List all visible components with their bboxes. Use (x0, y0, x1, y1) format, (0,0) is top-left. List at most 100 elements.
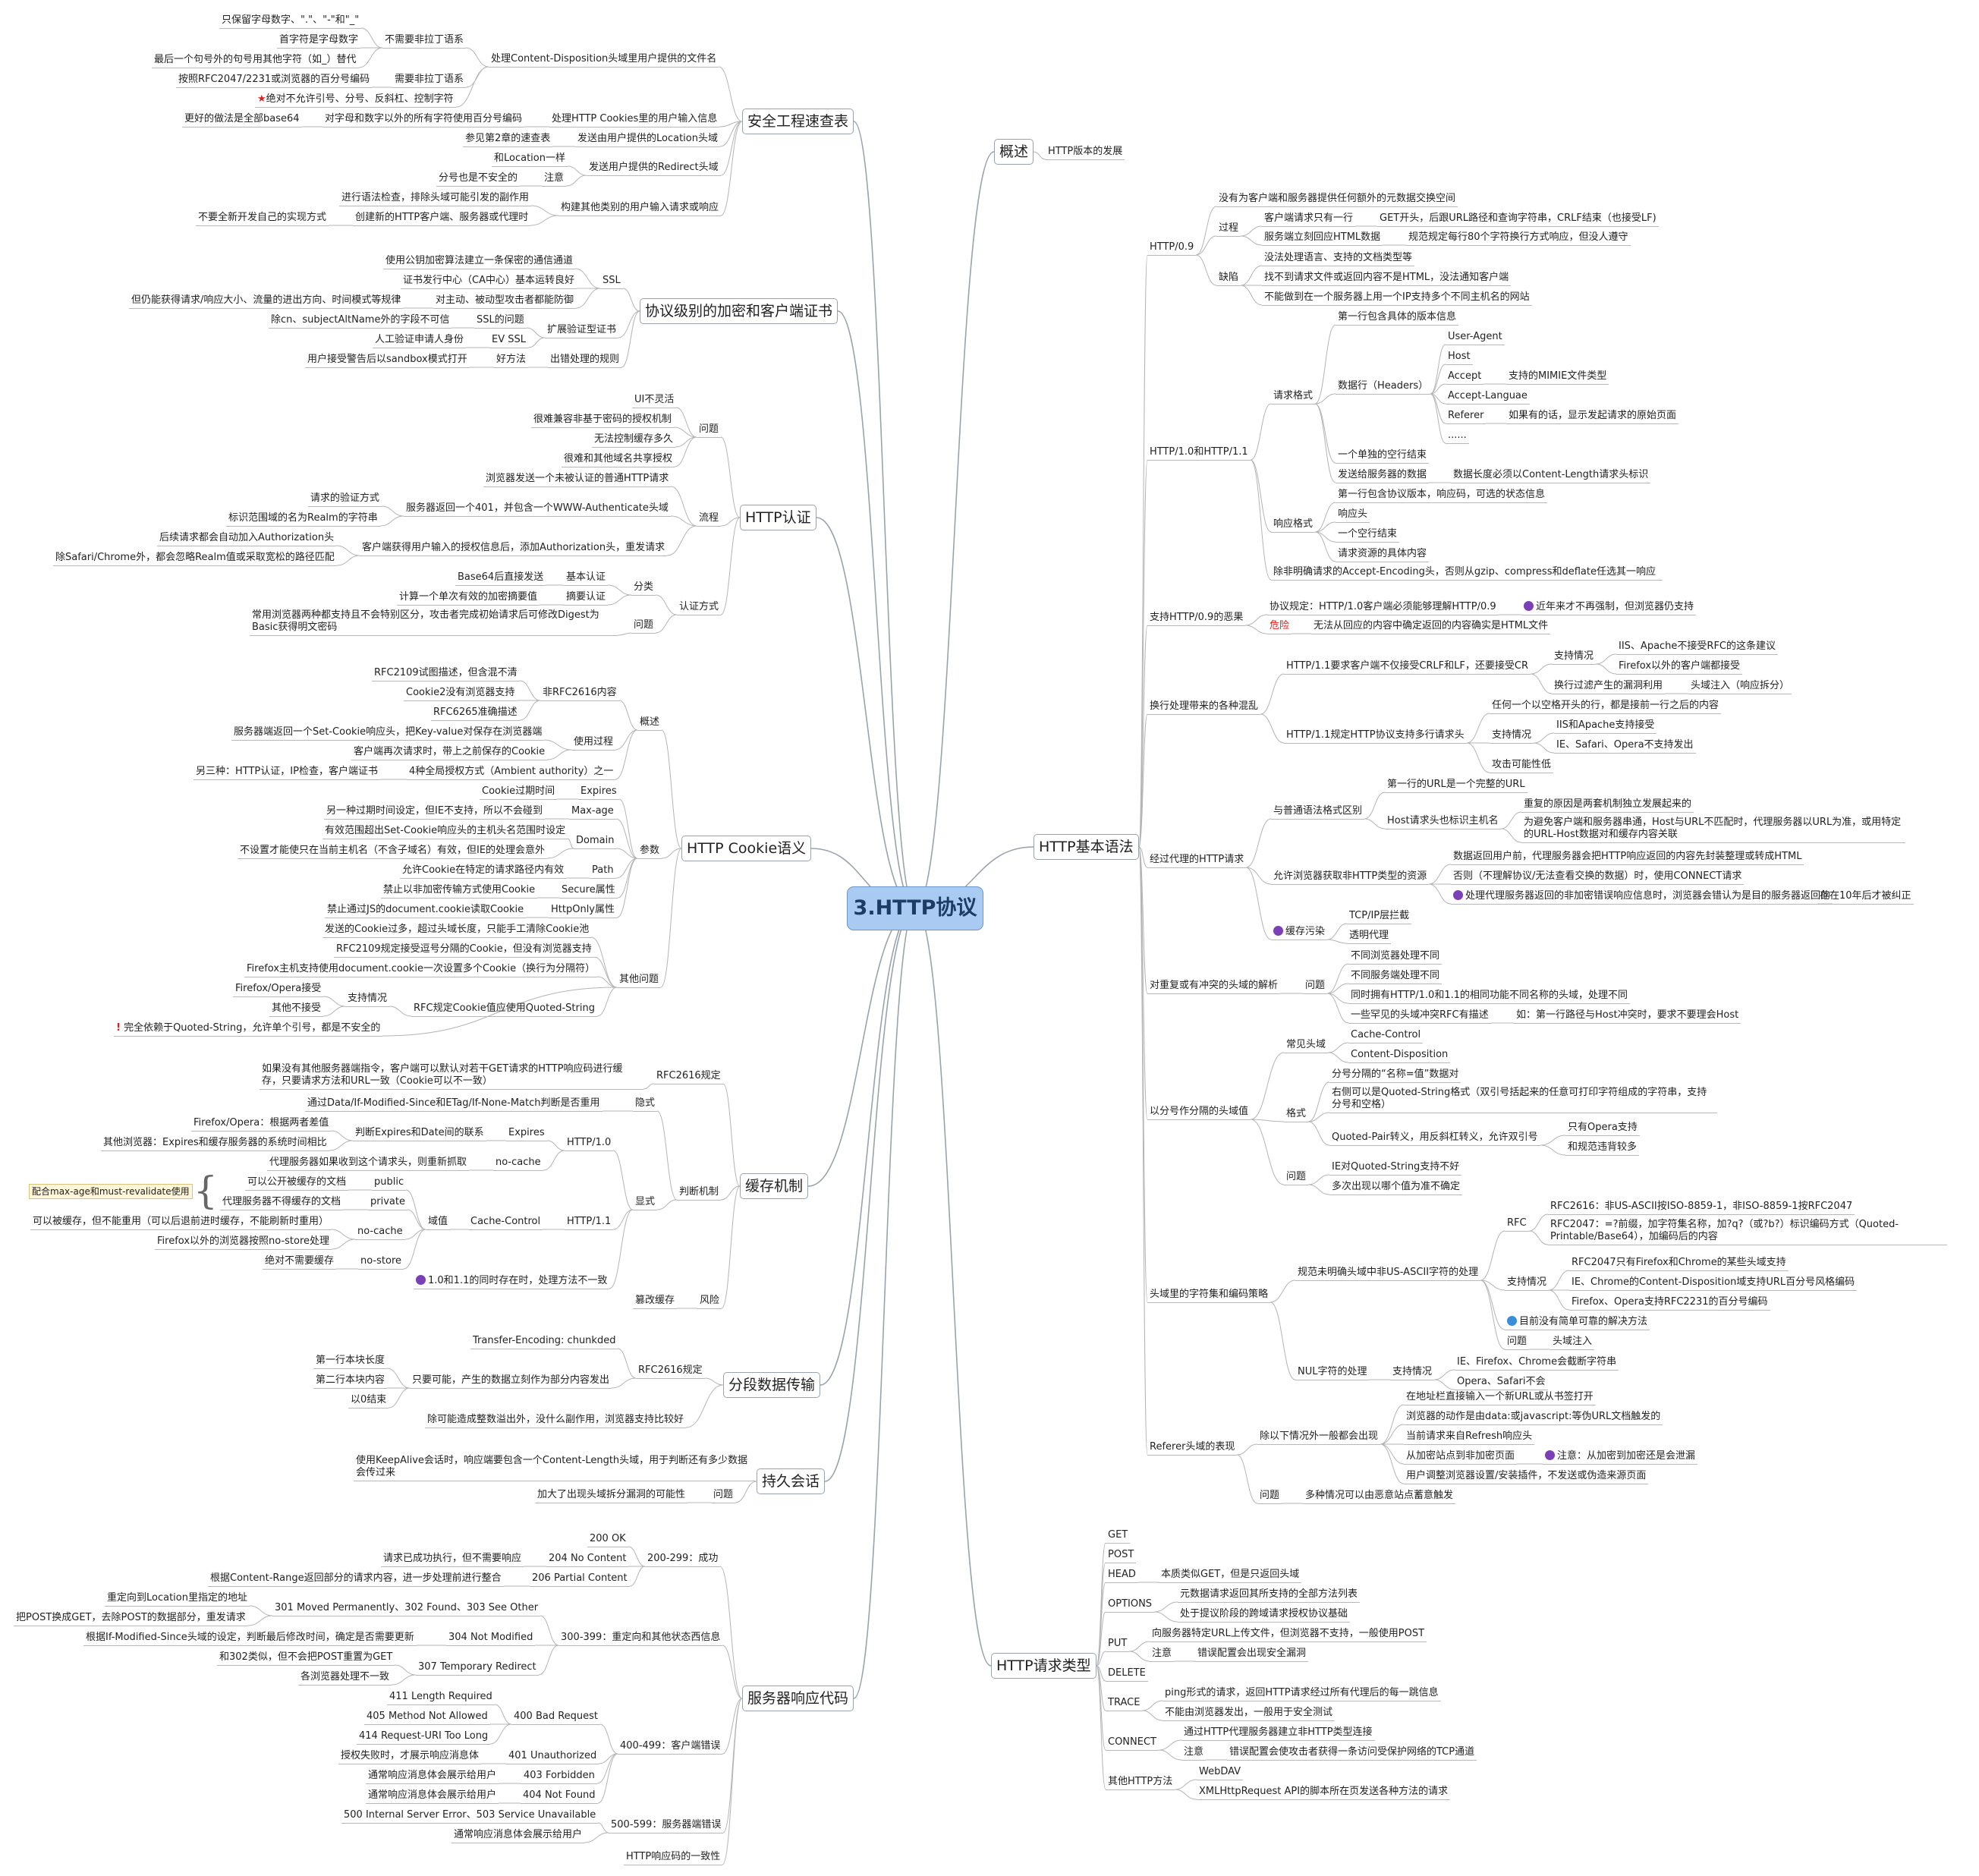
status-204-desc[interactable]: 请求已成功执行，但不需要响应 (381, 1552, 524, 1567)
node-charset-support[interactable]: 支持情况 (1505, 1276, 1550, 1291)
node-nul-truncate[interactable]: IE、Firefox、Chrome会截断字符串 (1455, 1355, 1619, 1371)
node-auth-share-domain[interactable]: 很难和其他域名共享授权 (562, 452, 675, 467)
method-xhr[interactable]: XMLHttpRequest API的脚本所在页发送各种方法的请求 (1197, 1785, 1451, 1800)
status-5xx-desc[interactable]: 通常响应消息体会展示给用户 (451, 1828, 585, 1843)
node-charset-header-injection[interactable]: 头域注入 (1550, 1335, 1595, 1350)
header-more[interactable]: ...... (1446, 429, 1469, 444)
status-404[interactable]: 404 Not Found (521, 1789, 598, 1804)
node-multiline-space[interactable]: 任何一个以空格开头的行，都是接前一行之后的内容 (1490, 699, 1722, 714)
node-cookie-firefox-multi[interactable]: Firefox主机支持使用document.cookie一次设置多个Cookie… (244, 962, 598, 977)
status-206-desc[interactable]: 根据Content-Range返回部分的请求内容，进一步处理前进行整合 (208, 1572, 504, 1587)
node-content-disposition-filename[interactable]: 处理Content-Disposition头域里用户提供的文件名 (489, 52, 719, 68)
node-ssl-pubkey[interactable]: 使用公钥加密算法建立一条保密的通信通道 (383, 254, 576, 269)
node-no-non-latin[interactable]: 不需要非拉丁语系 (382, 33, 467, 49)
node-auth-plain-request[interactable]: 浏览器发送一个未被认证的普通HTTP请求 (483, 472, 672, 487)
param-secure[interactable]: Secure属性 (559, 883, 618, 899)
node-chunked-zero[interactable]: 以0结束 (348, 1393, 389, 1409)
node-req-first-line[interactable]: 第一行包含具体的版本信息 (1336, 310, 1459, 326)
node-cookie-quoted-support[interactable]: 支持情况 (345, 992, 390, 1007)
node-dup-host-conflict[interactable]: 如：第一行路径与Host冲突时，要求不要理会Host (1514, 1009, 1741, 1024)
node-cookie-quoted[interactable]: RFC规定Cookie值应使用Quoted-String (411, 1002, 597, 1017)
node-newline-iis[interactable]: IIS、Apache不接受RFC的这条建议 (1616, 640, 1779, 655)
node-cache-proxy-refetch[interactable]: 代理服务器如果收到这个请求头，则重新抓取 (267, 1156, 470, 1171)
node-keepalive-length[interactable]: 使用KeepAlive会话时，响应端要包含一个Content-Length头域，… (354, 1454, 753, 1481)
topic-http-auth[interactable]: HTTP认证 (740, 505, 816, 530)
node-common-headers[interactable]: 常见头域 (1284, 1038, 1329, 1053)
node-http10-11[interactable]: HTTP/1.0和HTTP/1.1 (1147, 445, 1251, 461)
node-same-as-location[interactable]: 和Location一样 (492, 152, 568, 167)
node-auth-ui-inflexible[interactable]: UI不灵活 (632, 393, 677, 408)
node-cookie-too-many[interactable]: 发送的Cookie过多，超过头域长度，只能手工清除Cookie池 (322, 923, 592, 938)
node-cookie-rfc2109[interactable]: RFC2109试图描述，但含混不清 (372, 666, 520, 681)
method-trace-ping[interactable]: ping形式的请求，返回HTTP请求经过所有代理后的每一跳信息 (1163, 1686, 1441, 1701)
node-proxy-host[interactable]: Host请求头也标识主机名 (1385, 814, 1501, 829)
cc-private[interactable]: private (368, 1195, 407, 1210)
status-5xx[interactable]: 500-599：服务器端错误 (609, 1818, 724, 1834)
node-auth-resend[interactable]: 客户端获得用户输入的授权信息后，添加Authorization头，重发请求 (360, 541, 668, 556)
status-307[interactable]: 307 Temporary Redirect (416, 1660, 539, 1676)
node-replace-dots[interactable]: 最后一个句号外的句号用其他字符（如_）替代 (152, 53, 359, 68)
method-connect-misconfig[interactable]: 错误配置会使攻击者获得一条访问受保护网络的TCP通道 (1227, 1745, 1477, 1761)
status-304-desc[interactable]: 根据If-Modified-Since头域的设定，判断最后修改时间，确定是否需要… (83, 1631, 417, 1646)
node-rfc2047-format[interactable]: RFC2047：=?前缀，加字符集名称，加?q?（或?b?）标识编码方式（Quo… (1548, 1218, 1947, 1245)
status-401-desc[interactable]: 授权失败时，才展示响应消息体 (338, 1749, 482, 1764)
node-semicolon-unsafe[interactable]: 分号也是不安全的 (436, 172, 521, 187)
node-cache-http10[interactable]: HTTP/1.0 (565, 1136, 614, 1151)
node-charset-problem[interactable]: 问题 (1505, 1335, 1530, 1350)
node-duplicate-headers[interactable]: 对重复或有冲突的头域的解析 (1147, 979, 1281, 994)
node-cache-10-11-conflict[interactable]: 1.0和1.1的同时存在时，处理方法不一致 (414, 1274, 610, 1289)
node-proxy-fixed-10y[interactable]: 存在10年后才被纠正 (1817, 889, 1914, 905)
node-cache-implicit[interactable]: 隐式 (633, 1097, 658, 1112)
method-put-upload[interactable]: 向服务器特定URL上传文件，但浏览器不支持，一般使用POST (1150, 1627, 1427, 1642)
node-proxy-host-mismatch[interactable]: 为避免客户端和服务器串通，Host与URL不匹配时，代理服务器以URL为准，或用… (1521, 816, 1905, 843)
node-http09-flaw-vhost[interactable]: 不能做到在一个服务器上用一个IP支持多个不同主机名的网站 (1262, 291, 1532, 306)
node-cookie-set-cookie[interactable]: 服务器端返回一个Set-Cookie响应头，把Key-value对保存在浏览器端 (231, 726, 545, 741)
node-req-body[interactable]: 发送给服务器的数据 (1336, 468, 1430, 483)
header-content-disposition[interactable]: Content-Disposition (1348, 1048, 1451, 1063)
root-topic[interactable]: 3.HTTP协议 (847, 886, 983, 930)
node-format[interactable]: 格式 (1284, 1107, 1309, 1122)
node-http09-no-metadata[interactable]: 没有为客户端和服务器提供任何额外的元数据交换空间 (1216, 192, 1458, 207)
node-header-injection[interactable]: 头域注入（响应拆分） (1688, 679, 1792, 694)
node-response-format[interactable]: 响应格式 (1271, 518, 1316, 533)
node-chunked-rfc2616[interactable]: RFC2616规定 (636, 1364, 705, 1379)
node-sandbox-mode[interactable]: 用户接受警告后以sandbox模式打开 (305, 353, 470, 368)
node-cookie-input[interactable]: 处理HTTP Cookies里的用户输入信息 (549, 112, 720, 127)
node-referer-https-leak[interactable]: 注意：从加密到加密还是会泄漏 (1543, 1449, 1698, 1465)
node-ssl-untrusted-fields[interactable]: 除cn、subjectAltName外的字段不可信 (269, 313, 452, 329)
node-auth-types[interactable]: 认证方式 (677, 600, 722, 615)
node-first-char-alnum[interactable]: 首字符是字母数字 (277, 33, 361, 49)
node-cache-firefox-diff[interactable]: Firefox/Opera：根据两者差值 (191, 1116, 332, 1132)
param-domain-desc1[interactable]: 有效范围超出Set-Cookie响应头的主机头名范围时设定 (322, 824, 568, 839)
node-redirect-header[interactable]: 发送用户提供的Redirect头域 (587, 161, 721, 176)
node-referer-behavior[interactable]: Referer头域的表现 (1147, 1440, 1238, 1456)
node-format-quoted-string[interactable]: 右侧可以是Quoted-String格式（双引号括起来的任意可打印字符组成的字符… (1329, 1086, 1717, 1113)
node-resp-first-line[interactable]: 第一行包含协议版本，响应码，可选的状态信息 (1336, 488, 1548, 503)
topic-keepalive[interactable]: 持久会话 (757, 1468, 826, 1494)
node-cookie2[interactable]: Cookie2没有浏览器支持 (404, 686, 518, 701)
node-ssl-ca[interactable]: 证书发行中心（CA中心）基本运转良好 (401, 274, 577, 289)
topic-cache[interactable]: 缓存机制 (740, 1173, 809, 1199)
node-rfc2616-charset[interactable]: RFC2616：非US-ASCII按ISO-8859-1，非ISO-8859-1… (1548, 1200, 1855, 1215)
node-cache-expires-date[interactable]: 判断Expires和Date间的联系 (353, 1126, 486, 1141)
header-accept-desc[interactable]: 支持的MIMIE文件类型 (1506, 370, 1609, 385)
status-304[interactable]: 304 Not Modified (446, 1631, 536, 1646)
topic-basic-syntax[interactable]: HTTP基本语法 (1034, 834, 1139, 860)
node-proxy-host-reason[interactable]: 重复的原因是两套机制独立发展起来的 (1521, 798, 1694, 813)
node-cookie-overview[interactable]: 概述 (637, 716, 662, 731)
status-500-503[interactable]: 500 Internal Server Error、503 Service Un… (341, 1808, 599, 1824)
node-cache-expires[interactable]: Expires (506, 1126, 547, 1141)
node-http09-consequence[interactable]: 支持HTTP/0.9的恶果 (1147, 611, 1246, 626)
node-chunked-content[interactable]: 第二行本块内容 (313, 1374, 388, 1389)
node-location-header[interactable]: 发送由用户提供的Location头域 (575, 132, 720, 147)
node-dup-10-11[interactable]: 同时拥有HTTP/1.0和1.1的相同功能不同名称的头域，处理不同 (1348, 989, 1630, 1004)
node-cookie-other-issues[interactable]: 其他问题 (617, 973, 662, 988)
node-cache-poisoning[interactable]: 缓存污染 (1271, 925, 1328, 940)
node-format-pairs[interactable]: 分号分隔的“名称=值”数据对 (1329, 1068, 1461, 1083)
method-connect[interactable]: CONNECT (1106, 1736, 1159, 1751)
node-http09-flaw-notfound[interactable]: 找不到请求文件或返回内容不是HTML，没法通知客户端 (1262, 271, 1512, 286)
node-ssl-traffic-leak[interactable]: 但仍能获得请求/响应大小、流量的进出方向、时间模式等规律 (129, 294, 404, 309)
node-auth-category[interactable]: 分类 (631, 581, 656, 596)
node-cache-etag[interactable]: 通过Data/If-Modified-Since和ETag/If-None-Ma… (305, 1097, 603, 1112)
node-http09-80chars[interactable]: 规范规定每行80个字符换行方式响应，但没人遵守 (1406, 231, 1631, 246)
